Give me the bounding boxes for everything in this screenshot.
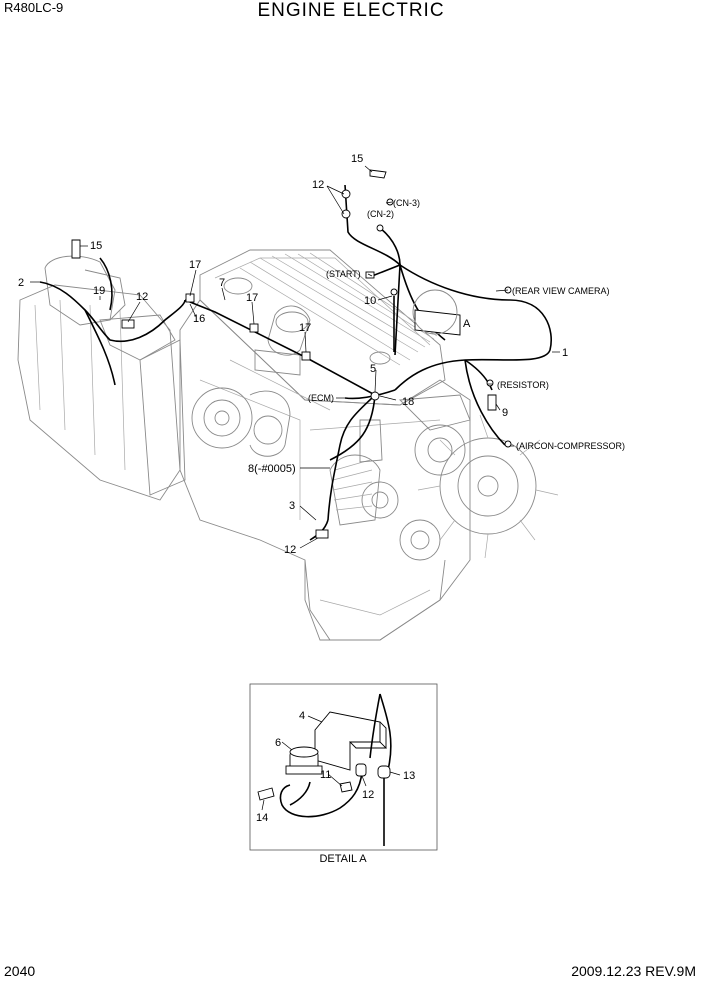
label-resistor: (RESISTOR) <box>497 380 549 390</box>
callout-18: 18 <box>402 396 414 408</box>
detail-callout-12: 12 <box>362 789 374 801</box>
callout-16: 16 <box>193 313 205 325</box>
hardware-parts <box>71 169 512 539</box>
leader-lines <box>30 165 560 549</box>
detail-callout-4: 4 <box>299 710 305 722</box>
callout-8: 8(-#0005) <box>248 463 296 475</box>
callout-3: 3 <box>289 500 295 512</box>
page-title: ENGINE ELECTRIC <box>257 0 445 21</box>
callout-A: A <box>463 318 471 330</box>
detail-callout-11: 11 <box>320 769 331 781</box>
label-aircon-compressor: (AIRCON-COMPRESSOR) <box>516 441 625 451</box>
detail-callout-13: 13 <box>403 770 415 782</box>
detail-callout-6: 6 <box>275 737 281 749</box>
label-cn2: (CN-2) <box>367 209 394 219</box>
callout-2: 2 <box>18 277 24 289</box>
callout-19: 19 <box>93 285 105 297</box>
callout-12-top: 12 <box>312 179 324 191</box>
callout-12-left: 12 <box>136 291 148 303</box>
label-rear-view-camera: (REAR VIEW CAMERA) <box>512 286 610 296</box>
callout-15-left: 15 <box>90 240 102 252</box>
engine-illustration <box>17 249 559 641</box>
callout-7: 7 <box>219 277 225 289</box>
callout-17-mid: 17 <box>246 292 258 304</box>
detail-a-panel <box>249 683 438 851</box>
callout-5: 5 <box>370 363 376 375</box>
callout-15-top: 15 <box>351 153 363 165</box>
callout-10: 10 <box>364 295 376 307</box>
callout-17-left: 17 <box>189 259 201 271</box>
revision-date: 2009.12.23 REV.9M <box>571 963 696 979</box>
callout-12-bottom: 12 <box>284 544 296 556</box>
label-start: (START) <box>326 269 361 279</box>
page-number: 2040 <box>4 963 36 979</box>
label-ecm: (ECM) <box>308 393 334 403</box>
callout-17-right: 17 <box>299 322 311 334</box>
detail-a-caption: DETAIL A <box>319 853 367 865</box>
callout-1: 1 <box>562 347 568 359</box>
callout-9: 9 <box>502 407 508 419</box>
wiring-harness <box>39 184 552 541</box>
label-cn3: (CN-3) <box>393 198 420 208</box>
detail-callout-14: 14 <box>256 812 268 824</box>
model-code: R480LC-9 <box>4 0 64 15</box>
